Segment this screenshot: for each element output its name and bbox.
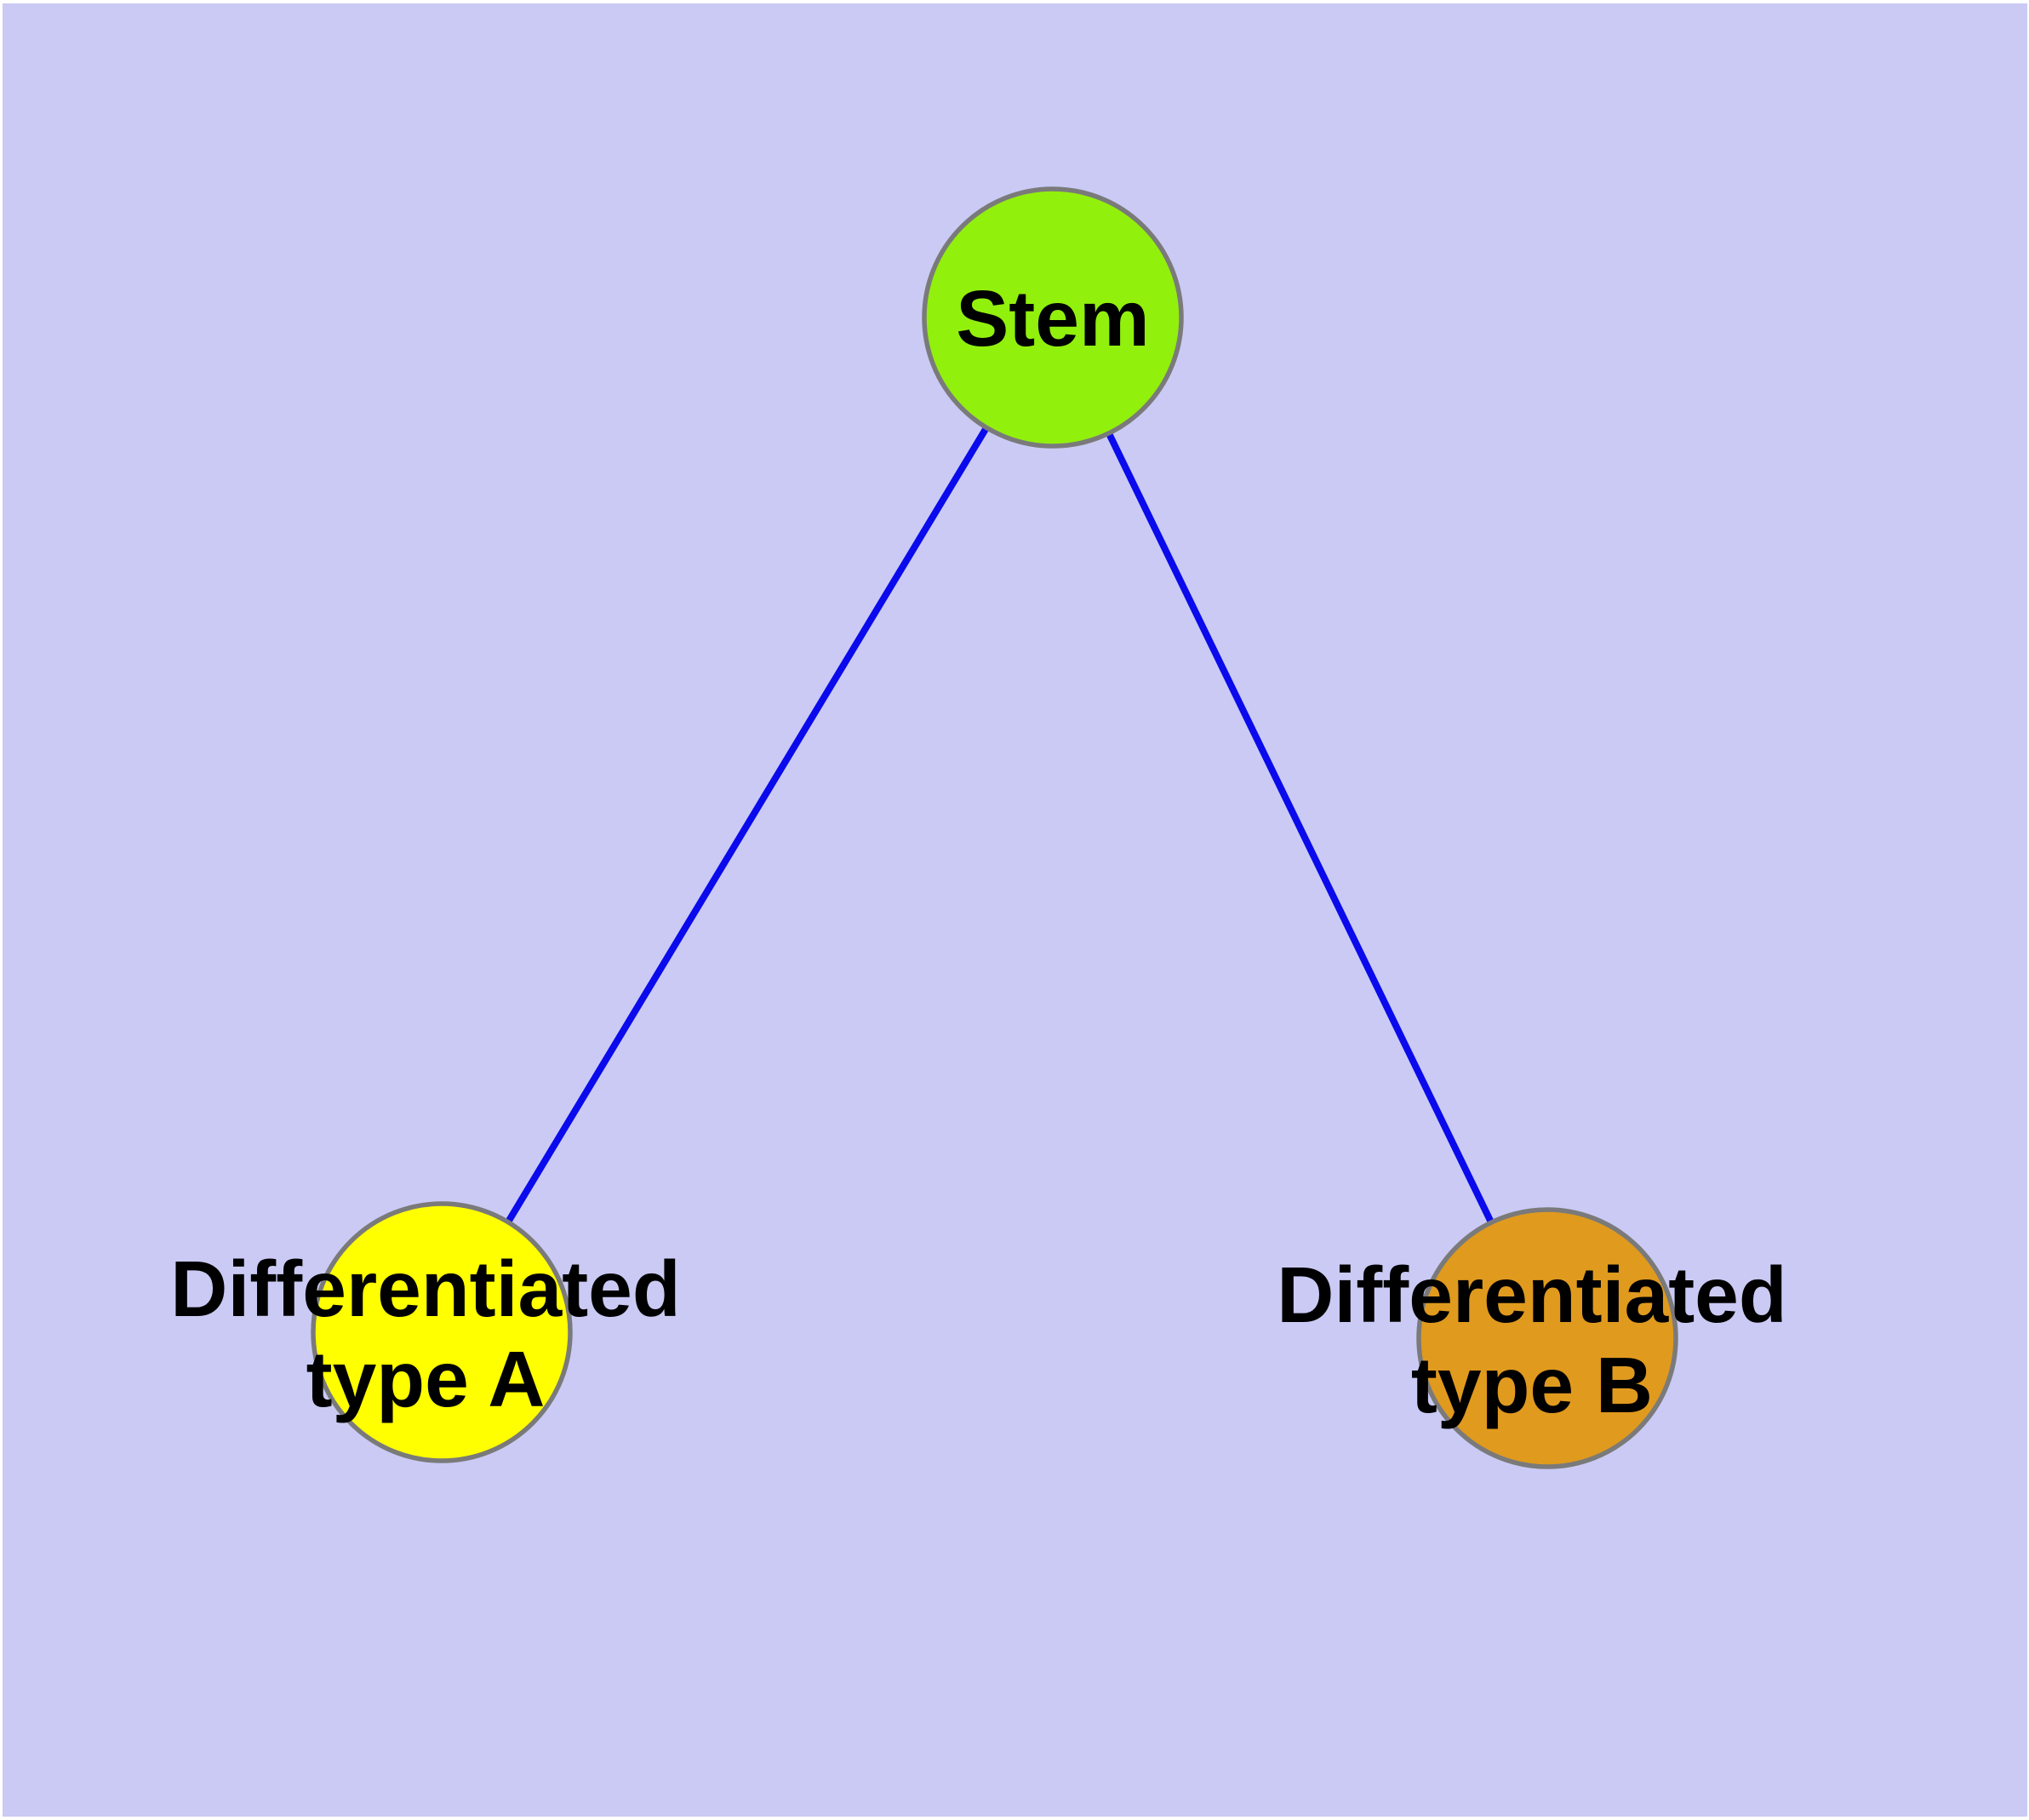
type-a-node-circle[interactable] (311, 1201, 573, 1463)
type-b-node-circle[interactable] (1416, 1207, 1678, 1469)
stem-node-circle[interactable] (922, 186, 1184, 449)
type-a-node-label-line1: Differentiated (170, 1245, 680, 1333)
node-stem: Stem (922, 186, 1184, 449)
stem-node-label: Stem (956, 274, 1149, 363)
node-differentiated-type-b: Differentiated type B (1277, 1207, 1787, 1469)
type-b-node-label-line2: type B (1411, 1341, 1653, 1429)
node-differentiated-type-a: Differentiated type A (170, 1201, 681, 1463)
edge-stem-to-type-b (1049, 316, 1551, 1340)
type-b-node-label-line1: Differentiated (1277, 1251, 1786, 1339)
type-a-node-label-line2: type A (306, 1335, 546, 1423)
edge-stem-to-type-a (438, 315, 1056, 1335)
